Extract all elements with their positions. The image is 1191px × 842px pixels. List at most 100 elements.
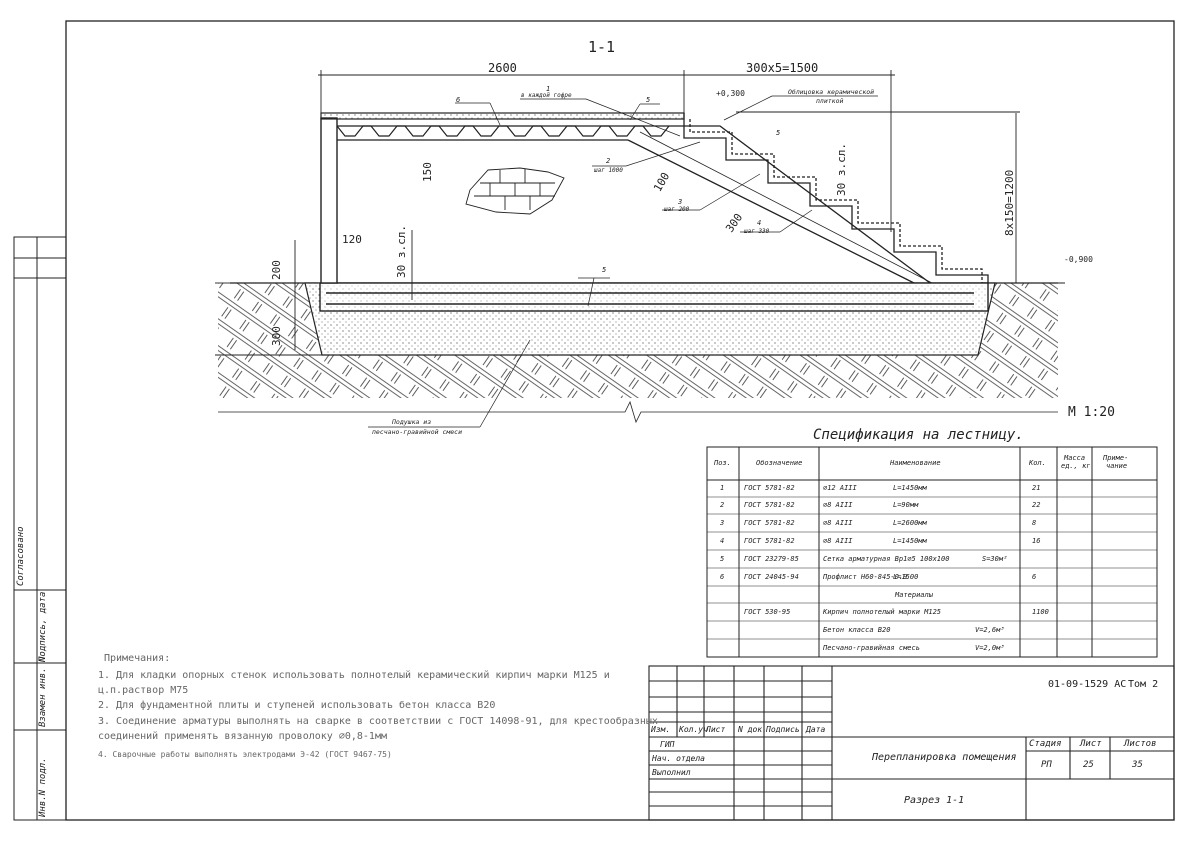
spec-row-name: Материалы [895,591,933,599]
spec-row-kol: 22 [1032,501,1041,509]
spec-row-name: ⌀8 AIII [823,519,853,527]
spec-row-oboz: ГОСТ 24045-94 [744,573,799,581]
spec-row-pos: 3 [720,519,725,527]
callout-1-text: в каждой гофре [521,92,572,99]
spec-row-kol: 16 [1032,537,1041,545]
dim-height-total: 8x150=1200 [1003,169,1016,236]
title-block-grid [648,665,1175,821]
callout-2-text: шаг 1000 [594,167,623,174]
spec-row-kol: 6 [1032,573,1037,581]
spec-row-name: Сетка арматурная Вр1⌀5 100х100 [823,555,950,563]
brick-patch [465,167,565,215]
tom-label: Том 2 [1128,679,1159,690]
leaders [368,95,878,428]
callout-3-num: 3 [678,198,683,206]
spec-row-name: ⌀8 AIII [823,501,853,509]
spec-row-name: Песчано-гравийная смесь [823,644,920,652]
col-ndok: N док. [738,725,767,734]
spec-row-len: S=30м² [982,555,1008,563]
stair [627,113,989,284]
col-data: Дата [806,725,826,734]
spec-row-len: V=2,0м³ [975,644,1005,652]
dim-200: 200 [270,260,283,280]
col-list: Лист [706,725,726,734]
callout-4-text: шаг 330 [744,228,770,235]
role-vypol: Выполнил [652,768,691,777]
spec-head-prim-2: чание [1106,462,1128,470]
spec-row-kol: 1100 [1032,608,1049,616]
level-top: +0,300 [716,89,745,98]
spec-head-mass-2: ед., кг [1061,462,1091,470]
spec-table-grid [706,446,1158,658]
strip-inv: Инв.N подл. [38,757,48,817]
spec-row-oboz: ГОСТ 5781-82 [744,537,795,545]
spec-row-name: Профлист Н60-845-0.9 [823,573,908,581]
dim-300x5: 300x5=1500 [746,61,819,75]
list-head: Лист [1080,739,1102,749]
spec-head-prim-1: Приме- [1103,454,1129,462]
stadia-value: РП [1041,760,1052,770]
project-name: Перепланировка помещения [872,752,1017,763]
callout-5c: 5 [602,266,607,274]
spec-row-len: L=1450мм [893,537,927,545]
spec-row-kol: 21 [1032,484,1041,492]
cover-30-right: 30 з.сл. [835,143,848,196]
listov-head: Листов [1124,739,1157,749]
spec-row-oboz: ГОСТ 23279-85 [744,555,799,563]
callout-1-num: 1 [546,85,551,93]
spec-row-len: L=1450мм [893,484,927,492]
spec-row-len: L=2600мм [893,519,927,527]
spec-head-oboz: Обозначение [756,459,803,467]
break-line [218,400,1058,424]
note-line-5: соединений применять вязанную проволоку … [98,731,387,742]
dimension-lines [215,70,1065,356]
list-value: 25 [1083,760,1094,770]
spec-row-pos: 1 [720,484,725,492]
spec-row-len: L=90мм [893,501,919,509]
strip-soglas: Согласовано [16,526,26,586]
notes-title: Примечания: [104,653,171,664]
spec-row-name: Бетон класса В20 [823,626,891,634]
left-wall [320,117,338,284]
callout-3-text: шаг 200 [664,206,690,213]
level-bottom: -0,900 [1064,255,1093,264]
note-line-1: 1. Для кладки опорных стенок использоват… [98,670,610,681]
stadia-head: Стадия [1029,739,1062,749]
spec-title: Спецификация на лестницу. [813,427,1024,443]
dim-150: 150 [421,162,434,182]
tile-label-1: Облицовка керамической [788,88,875,96]
spec-row-name: ⌀8 AIII [823,537,853,545]
spec-row-pos: 5 [720,555,725,563]
col-izm: Изм. [651,725,671,734]
role-gip: ГИП [660,740,675,749]
note-line-2: ц.п.раствор М75 [98,685,189,696]
callout-5a: 5 [646,96,651,104]
dim-300-base: 300 [270,326,283,346]
spec-head-pos: Поз. [714,459,731,467]
bed-label-1: Подушка из [392,418,432,426]
spec-row-len: V=2,6м³ [975,626,1005,634]
col-kuch: Кол.уч [679,725,708,734]
spec-row-oboz: ГОСТ 5781-82 [744,519,795,527]
dim-120: 120 [342,233,362,246]
note-line-4: 3. Соединение арматуры выполнять на свар… [98,716,658,727]
spec-row-name: ⌀12 AIII [823,484,857,492]
col-podp: Подпись [766,725,800,734]
callout-6: 6 [456,96,461,104]
role-nach: Нач. отдела [652,754,705,763]
spec-row-pos: 2 [720,501,725,509]
doc-code: 01-09-1529 АС [1048,679,1127,690]
spec-head-mass-1: Масса [1064,454,1086,462]
spec-row-oboz: ГОСТ 530-95 [744,608,791,616]
spec-head-kol: Кол. [1029,459,1046,467]
strip-vzam: Взамен инв. N [38,656,48,727]
dim-2600: 2600 [488,61,517,75]
cover-30-left: 30 з.сл. [395,225,408,278]
callout-5b: 5 [776,129,781,137]
note-line-3: 2. Для фундаментной плиты и ступеней исп… [98,700,496,711]
callout-4-num: 4 [757,219,762,227]
spec-row-kol: 8 [1032,519,1037,527]
spec-row-pos: 6 [720,573,725,581]
sheet-title: Разрез 1-1 [904,795,965,806]
